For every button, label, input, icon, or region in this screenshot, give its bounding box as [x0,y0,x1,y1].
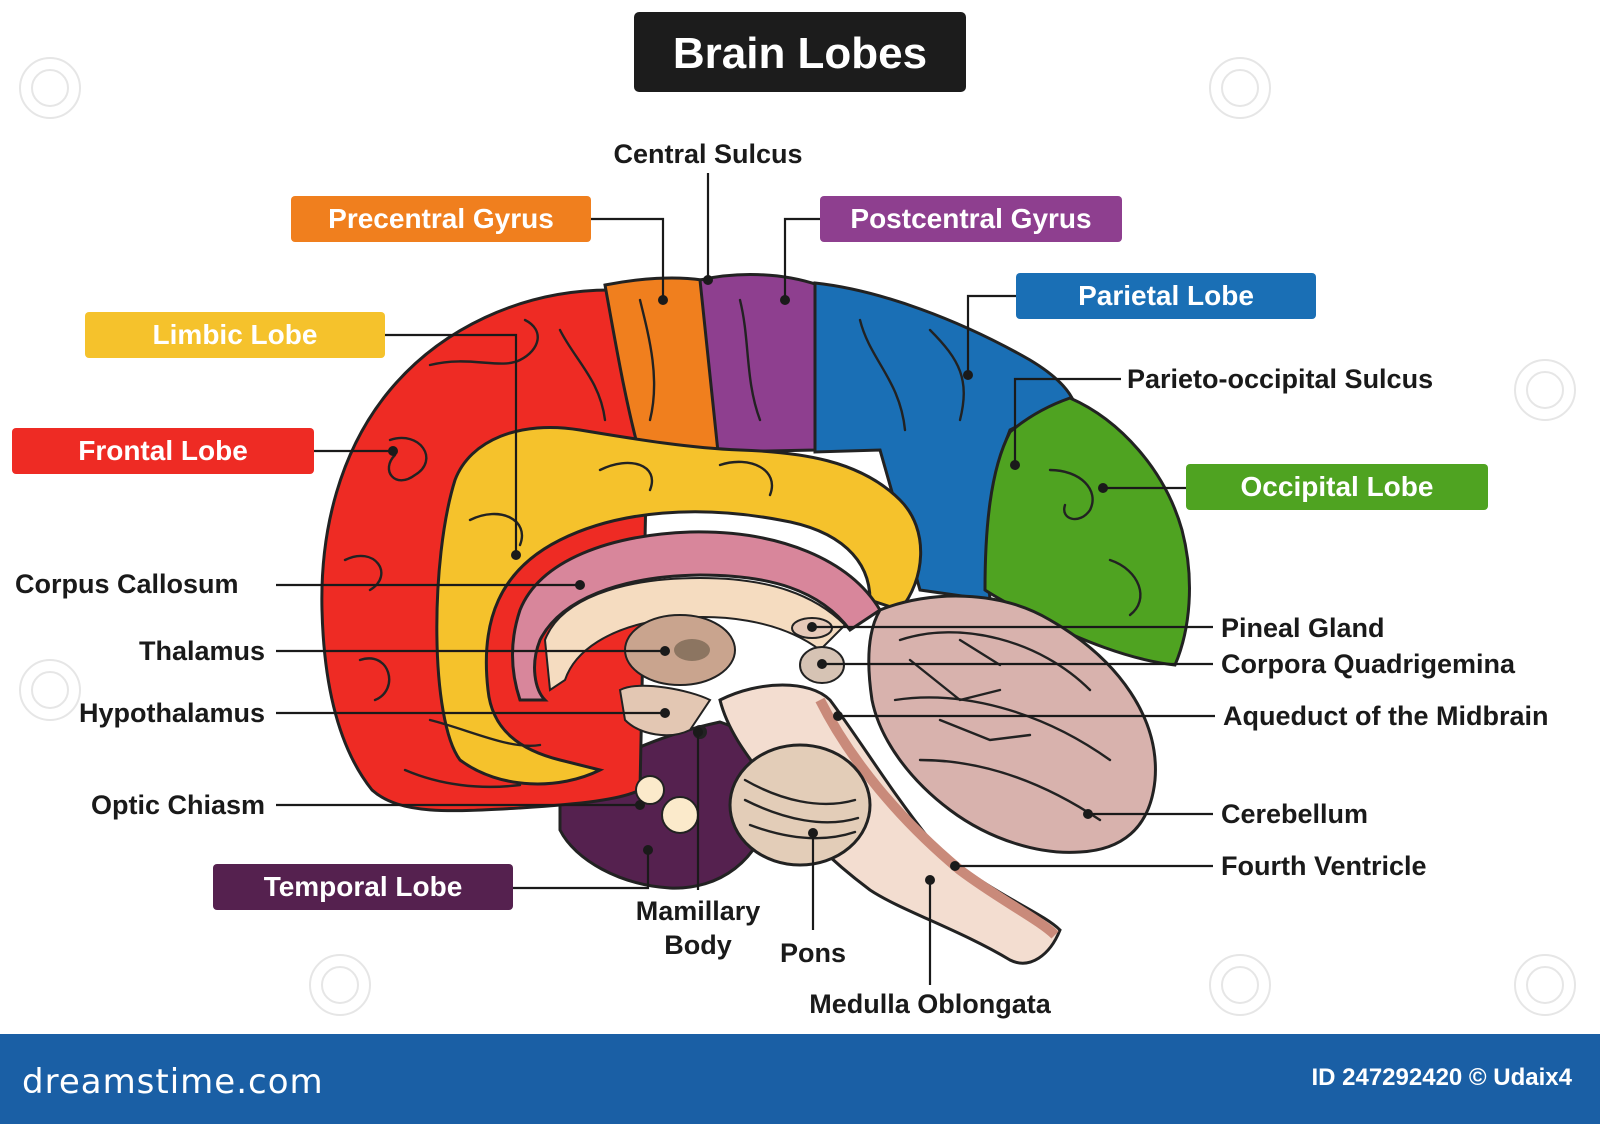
frontal-lobe-label: Frontal Lobe [78,435,248,466]
hypothalamus-label: Hypothalamus [79,698,265,728]
optic-chiasm-label: Optic Chiasm [91,790,265,820]
lobe-label-boxes: Precentral Gyrus Postcentral Gyrus Parie… [12,196,1488,910]
postcentral-gyrus-box: Postcentral Gyrus [820,196,1122,242]
fourth-ventricle-channel [815,697,1059,939]
mamillary-body-label-line1: Mamillary [636,896,761,926]
precentral-gyrus-label: Precentral Gyrus [328,203,554,234]
postcentral-gyrus-label: Postcentral Gyrus [850,203,1091,234]
medulla-oblongata-label: Medulla Oblongata [809,989,1051,1019]
parietal-lobe-label: Parietal Lobe [1078,280,1254,311]
cerebellum-label: Cerebellum [1221,799,1368,829]
footer-image-id: ID 247292420 © Udaix4 [1311,1064,1572,1091]
limbic-lobe-region [435,425,923,786]
thalamus-nucleus [674,639,710,661]
temporal-lobe-box: Temporal Lobe [213,864,513,910]
thalamus-label: Thalamus [139,636,265,666]
limbic-lobe-box: Limbic Lobe [85,312,385,358]
gyri-lines [343,298,1142,789]
parieto-occipital-sulcus-label: Parieto-occipital Sulcus [1127,364,1433,394]
corpora-quadrigemina-label: Corpora Quadrigemina [1221,649,1516,679]
corpus-callosum-region [511,530,883,702]
optic-chiasm-shape [635,775,665,805]
occipital-lobe-label: Occipital Lobe [1241,471,1434,502]
frontal-lobe-box: Frontal Lobe [12,428,314,474]
corpus-callosum-label: Corpus Callosum [15,569,239,599]
footer-bar: dreamstime.com ID 247292420 © Udaix4 [0,1034,1600,1124]
postcentral-gyrus-region [698,273,820,454]
structure-labels: Central Sulcus Parieto-occipital Sulcus … [15,139,1548,1019]
title-background [634,12,966,92]
watermark-pattern [19,57,1576,1016]
footer-brand-text[interactable]: dreamstime.com [22,1062,324,1102]
pineal-gland-label: Pineal Gland [1221,613,1385,643]
brain-illustration [320,273,1191,965]
aqueduct-label: Aqueduct of the Midbrain [1223,701,1548,731]
fourth-ventricle-label: Fourth Ventricle [1221,851,1427,881]
central-sulcus-label: Central Sulcus [613,139,802,169]
title-badge: Brain Lobes [634,12,966,92]
precentral-gyrus-box: Precentral Gyrus [291,196,591,242]
pons-region [728,743,872,867]
page-title: Brain Lobes [673,29,927,78]
pons-label: Pons [780,938,846,968]
parietal-lobe-box: Parietal Lobe [1016,273,1316,319]
leader-lines [276,173,1215,985]
temporal-lobe-label: Temporal Lobe [264,871,463,902]
mamillary-body-label-line2: Body [664,930,732,960]
limbic-lobe-label: Limbic Lobe [153,319,318,350]
occipital-lobe-box: Occipital Lobe [1186,464,1488,510]
pituitary-shape [661,796,699,834]
